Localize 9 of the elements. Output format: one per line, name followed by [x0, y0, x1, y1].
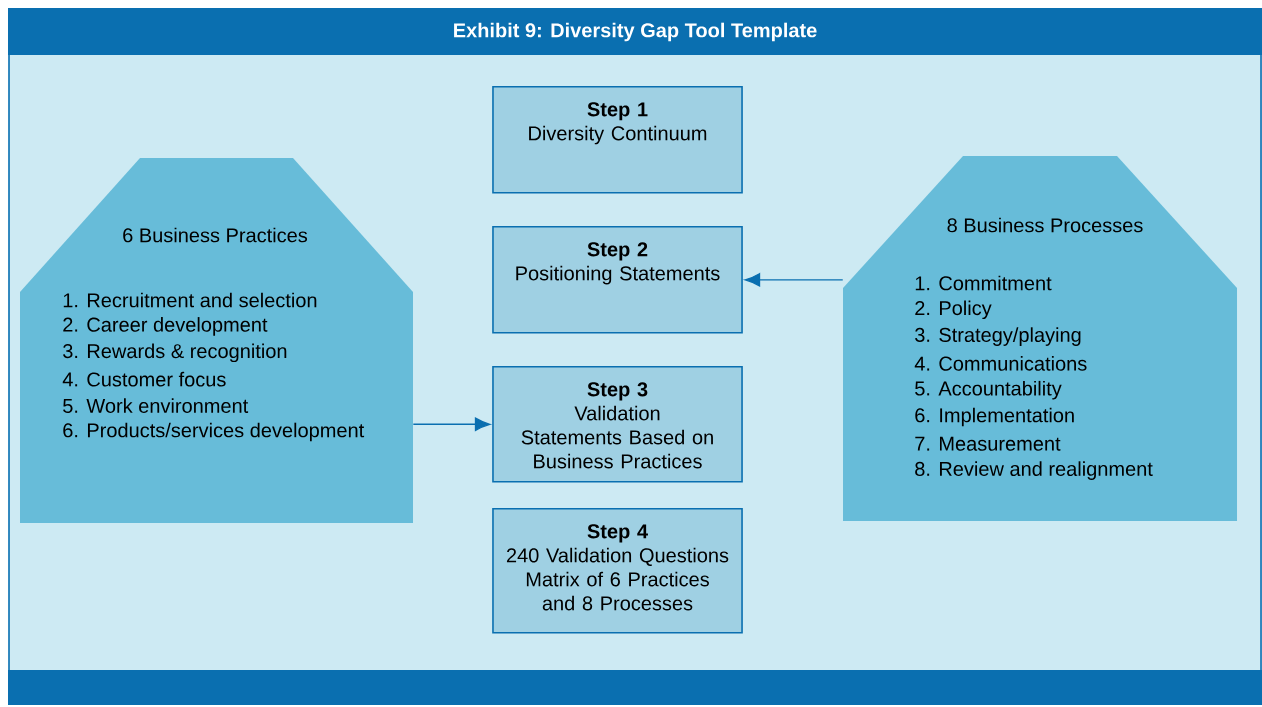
- arrow: [412, 417, 491, 432]
- pentagon-panel: 8 Business Processes 1. Commitment 2. Policy 3. Strategy/playing 4. Communications 5. Accountability 6. Implementation 7. Measurement 8. Review and realignment: [843, 156, 1237, 521]
- step-box: Step 4 240 Validation Questions Matrix of 6 Practices and 8 Processes: [492, 508, 743, 634]
- arrow: [744, 273, 844, 287]
- step-box: Step 3 Validation Statements Based on Business Practices: [492, 366, 743, 483]
- pentagon-panel: 6 Business Practices 1. Recruitment and selection 2. Career development 3. Rewards & recognition 4. Customer focus 5. Work environment 6. Products/services development: [20, 158, 413, 523]
- title-bar: Exhibit 9: Diversity Gap Tool Template: [8, 8, 1262, 55]
- step-box: Step 2 Positioning Statements: [492, 226, 743, 334]
- step-box: Step 1 Diversity Continuum: [492, 86, 743, 194]
